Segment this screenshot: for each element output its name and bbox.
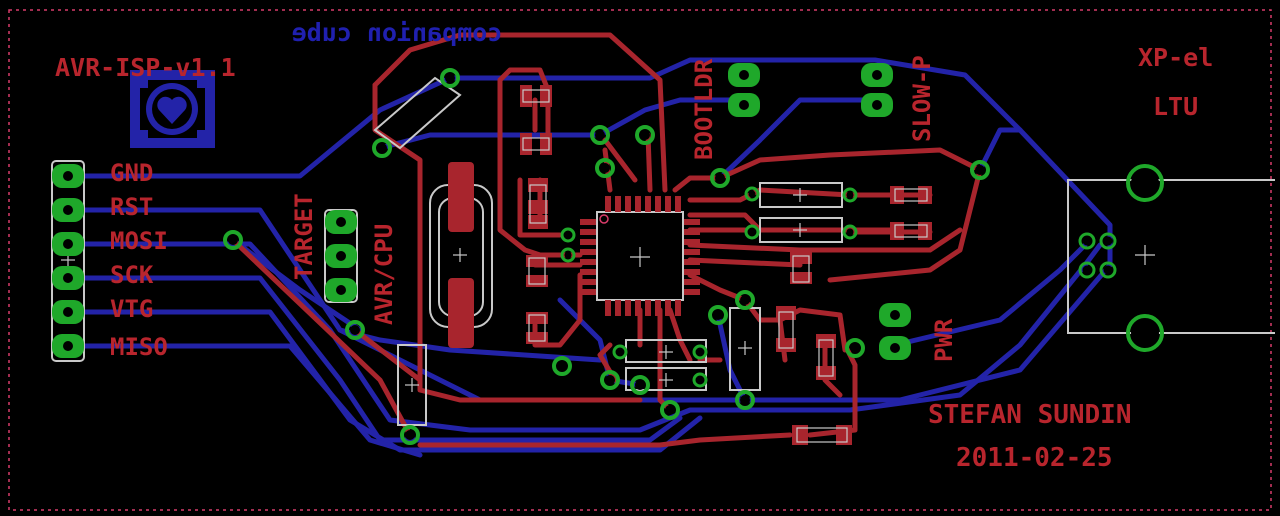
smd-pads: [448, 85, 932, 445]
label-xp-el: XP-el: [1138, 43, 1213, 72]
board-date: 2011-02-25: [956, 443, 1113, 473]
pin-label-rst: RST: [110, 193, 153, 221]
through-holes: [52, 63, 1164, 445]
header-pin-labels: GND RST MOSI SCK VTG MISO: [110, 159, 168, 361]
pin-label-mosi: MOSI: [110, 227, 168, 255]
author-name: STEFAN SUNDIN: [928, 400, 1132, 430]
board-title: AVR-ISP-v1.1: [55, 53, 236, 82]
label-slow-p: SLOW-P: [908, 55, 936, 142]
label-target: TARGET: [290, 193, 318, 280]
board-outline: [8, 9, 1272, 511]
pin-label-sck: SCK: [110, 261, 154, 289]
pin-label-gnd: GND: [110, 159, 153, 187]
label-bootldr: BOOTLDR: [690, 58, 718, 160]
label-avr-cpu: AVR/CPU: [370, 224, 398, 325]
heart-companion-cube-icon: [130, 70, 215, 148]
label-ltu: LTU: [1153, 92, 1198, 121]
label-pwr: PWR: [930, 318, 958, 362]
mirror-label: companion cube: [292, 18, 503, 47]
pin-label-miso: MISO: [110, 333, 168, 361]
pin-label-vtg: VTG: [110, 295, 153, 323]
bottom-traces: [65, 57, 1113, 458]
